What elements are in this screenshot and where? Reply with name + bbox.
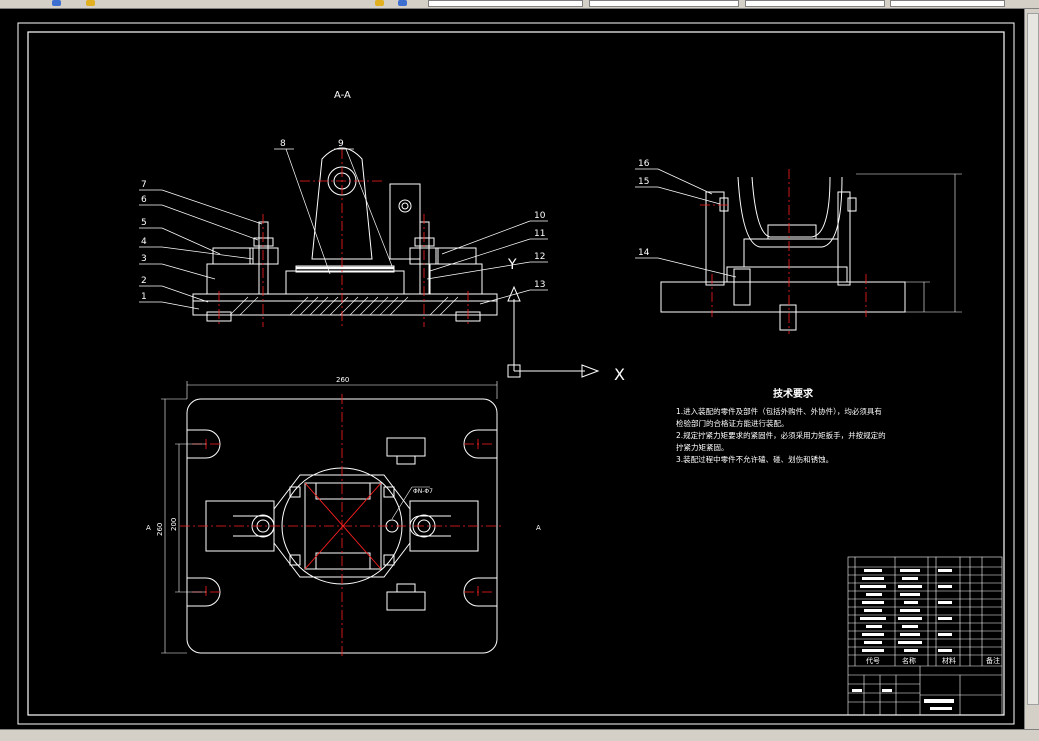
- svg-text:12: 12: [534, 252, 545, 262]
- side-view: [660, 176, 906, 331]
- svg-text:11: 11: [534, 229, 545, 239]
- front-section-view: [192, 147, 498, 322]
- ucs-y-label: Y: [507, 257, 517, 273]
- side-leaders: [635, 168, 737, 278]
- svg-text:6: 6: [141, 195, 147, 205]
- side-dimensions: [856, 173, 962, 313]
- svg-text:2.规定拧紧力矩要求的紧固件，必须采用力矩扳手，并按规定的: 2.规定拧紧力矩要求的紧固件，必须采用力矩扳手，并按规定的: [676, 430, 886, 440]
- side-balloon-labels: 16 15 14: [638, 159, 650, 258]
- outer-frame: [17, 22, 1015, 725]
- layer-state-icon[interactable]: [86, 0, 95, 6]
- svg-text:14: 14: [638, 248, 650, 258]
- svg-text:检验部门的合格证方能进行装配。: 检验部门的合格证方能进行装配。: [676, 418, 789, 428]
- svg-text:5: 5: [141, 218, 147, 228]
- inner-frame: [27, 31, 1005, 716]
- vertical-scroll-thumb[interactable]: [1027, 13, 1039, 705]
- svg-text:4: 4: [141, 237, 147, 247]
- lineweight-dropdown[interactable]: [745, 0, 885, 7]
- section-mark-left: A: [146, 524, 151, 532]
- svg-text:8: 8: [280, 139, 286, 149]
- svg-text:15: 15: [638, 177, 649, 187]
- drawing-canvas[interactable]: A-A: [0, 9, 1024, 729]
- dim-top-width: 260: [336, 376, 349, 384]
- front-centerlines: [218, 149, 469, 329]
- ucs-icon: [507, 285, 600, 378]
- dim-left-height: 260: [156, 523, 164, 536]
- bom-header-labels: 代号 名称 材料 备注: [866, 656, 1000, 665]
- svg-text:16: 16: [638, 159, 650, 169]
- horizontal-scrollbar[interactable]: [0, 729, 1039, 741]
- linetype-dropdown[interactable]: [589, 0, 739, 7]
- front-balloon-labels: 7 6 5 4 3 2 1 8 9 10 11 12 13: [141, 139, 546, 302]
- svg-text:9: 9: [338, 139, 344, 149]
- svg-text:备注: 备注: [986, 656, 1000, 665]
- svg-text:7: 7: [141, 180, 147, 190]
- side-centerlines: [700, 169, 867, 334]
- svg-text:拧紧力矩紧固。: 拧紧力矩紧固。: [676, 442, 729, 452]
- dim-left-inner: 200: [170, 518, 178, 531]
- bom-table: [847, 556, 1003, 716]
- front-leaders: [139, 148, 548, 310]
- svg-text:1: 1: [141, 292, 147, 302]
- color-icon[interactable]: [375, 0, 384, 6]
- svg-text:代号: 代号: [866, 656, 880, 665]
- svg-text:材料: 材料: [942, 656, 956, 665]
- layer-props-icon[interactable]: [398, 0, 407, 6]
- toolbar: [0, 0, 1039, 9]
- svg-text:3: 3: [141, 254, 147, 264]
- color-dropdown[interactable]: [428, 0, 583, 7]
- svg-text:2: 2: [141, 276, 147, 286]
- tech-lines: 1.进入装配的零件及部件（包括外购件、外协件），均必须具有 检验部门的合格证方能…: [676, 406, 886, 464]
- svg-text:名称: 名称: [902, 656, 916, 665]
- vertical-scrollbar[interactable]: [1024, 9, 1039, 729]
- svg-text:10: 10: [534, 211, 546, 221]
- bom-filled-cells: [852, 569, 954, 710]
- plotstyle-dropdown[interactable]: [890, 0, 1005, 7]
- layer-icon[interactable]: [52, 0, 61, 6]
- ucs-x-label: X: [614, 365, 625, 384]
- svg-text:1.进入装配的零件及部件（包括外购件、外协件），均必须具有: 1.进入装配的零件及部件（包括外购件、外协件），均必须具有: [676, 406, 882, 416]
- dim-pitch: ΦN-Φ7: [413, 488, 433, 495]
- plan-dimensions: [161, 381, 498, 654]
- svg-text:13: 13: [534, 280, 545, 290]
- section-mark-right: A: [536, 524, 541, 532]
- svg-text:3.装配过程中零件不允许磕、碰、划伤和锈蚀。: 3.装配过程中零件不允许磕、碰、划伤和锈蚀。: [676, 454, 833, 464]
- section-label: A-A: [334, 90, 351, 101]
- plan-centerlines: [180, 394, 504, 657]
- tech-title: 技术要求: [773, 387, 814, 400]
